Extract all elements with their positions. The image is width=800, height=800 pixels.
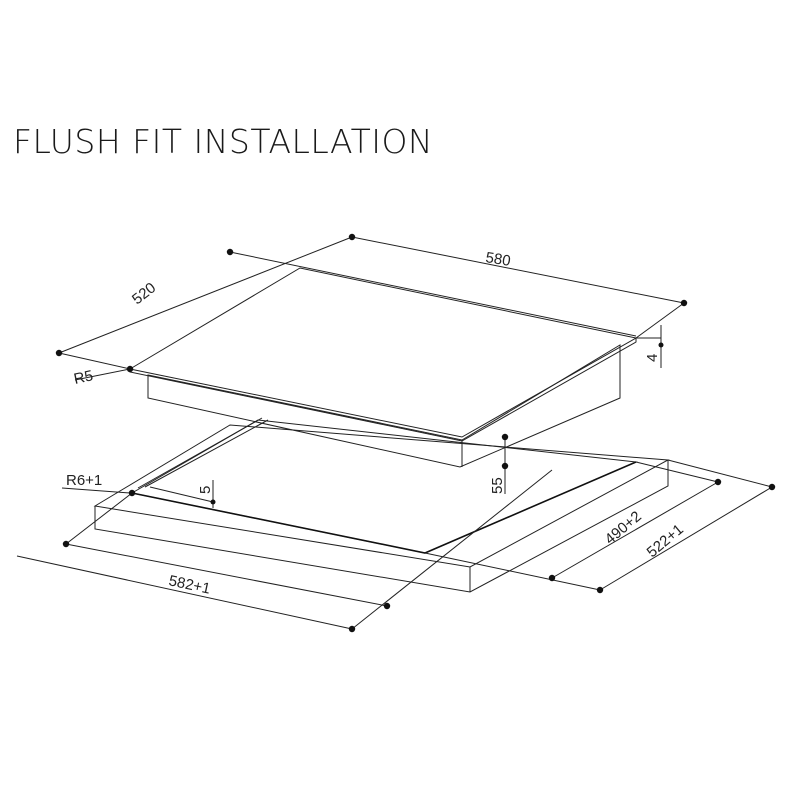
label-r6-1: R6+1 (66, 472, 102, 489)
dimension-dots (55, 233, 776, 633)
label-520: 520 (129, 279, 159, 308)
page-title: FLUSH FIT INSTALLATION (13, 122, 434, 161)
label-580: 580 (484, 249, 511, 270)
label-522-1: 522+1 (644, 521, 687, 561)
label-55: 55 (489, 477, 506, 494)
label-r5: R5 (72, 367, 94, 388)
label-5: 5 (197, 486, 214, 494)
label-4: 4 (644, 354, 661, 362)
